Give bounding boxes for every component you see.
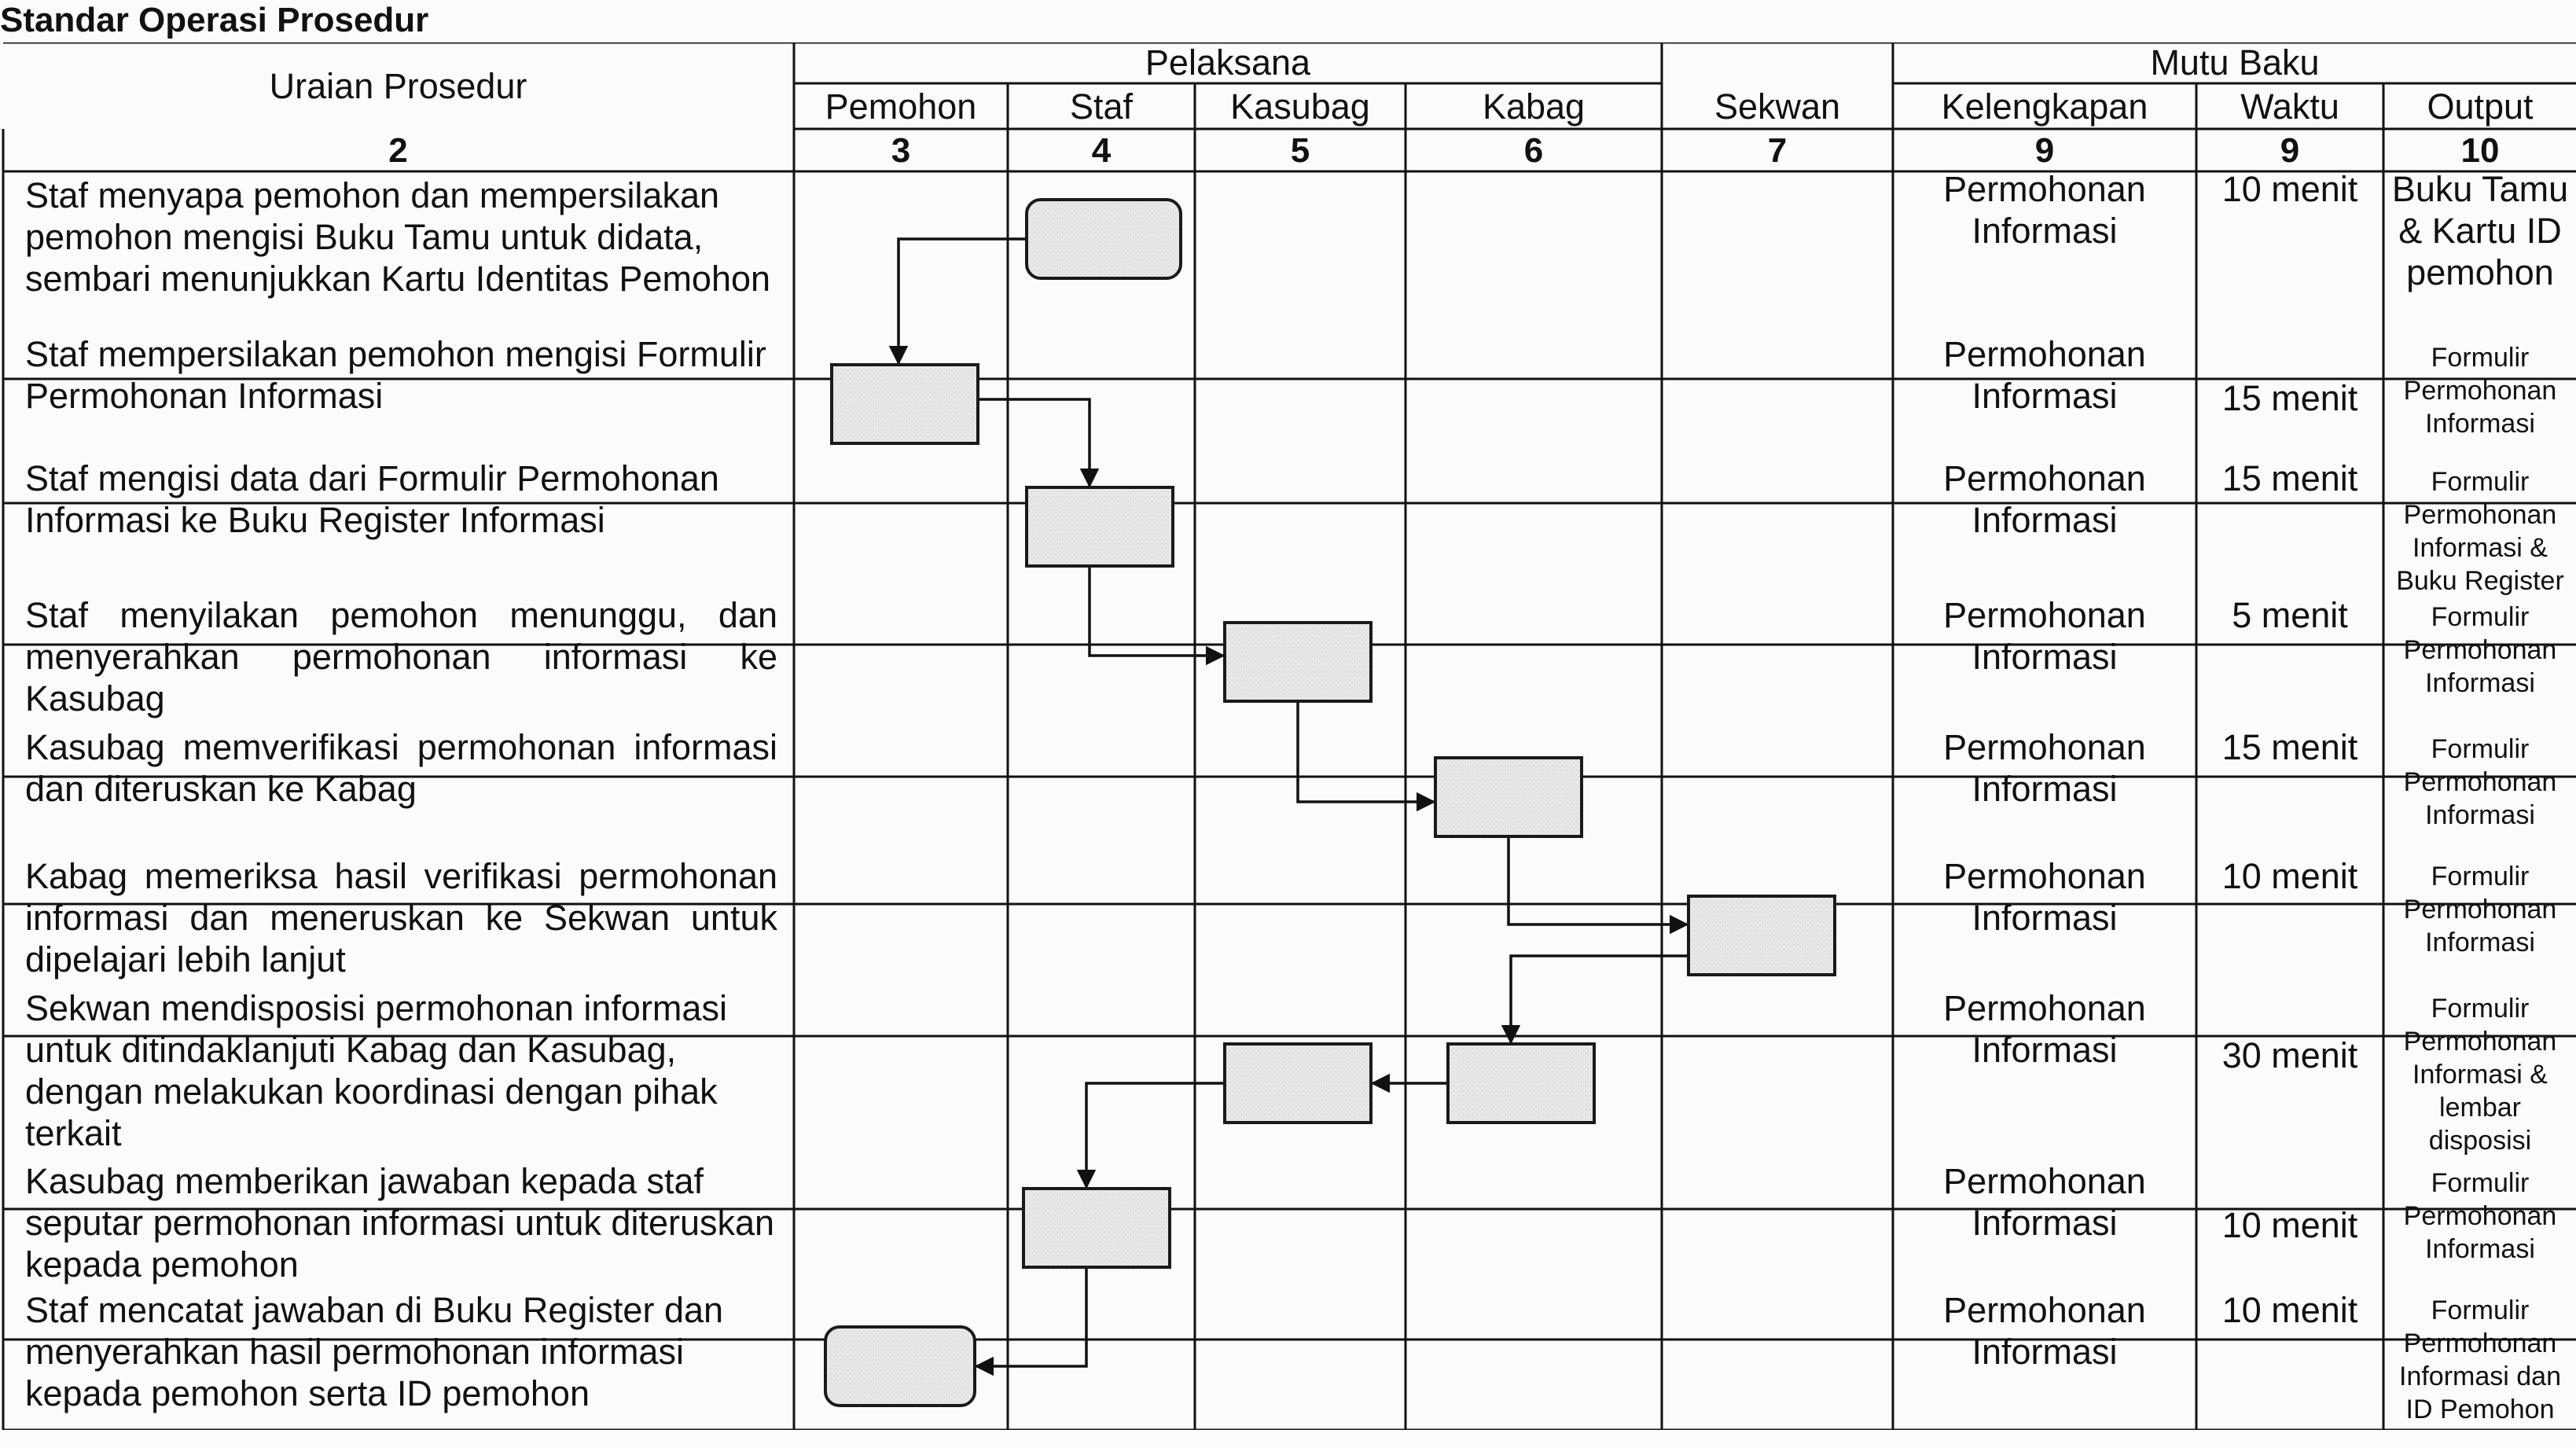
flow-arrow-9 (974, 1267, 1088, 1376)
output-text: Formulir Permohonan Informasi (2403, 1168, 2557, 1264)
waktu-text: 15 menit (2221, 727, 2358, 767)
output-text: Formulir Permohonan Informasi (2403, 734, 2557, 830)
uraian-text: Staf mengisi data dari Formulir Permohon… (25, 458, 719, 540)
uraian-text: Staf menyapa pemohon dan mempersilakan p… (25, 175, 771, 299)
kelengkapan-text: Permohonan Informasi (1943, 856, 2146, 938)
waktu-text: 30 menit (2221, 1035, 2358, 1075)
output-text: Formulir Permohonan Informasi (2403, 862, 2557, 957)
kelengkapan-text: Permohonan Informasi (1943, 595, 2146, 677)
header-pelaksana: Pelaksana (1145, 42, 1311, 83)
output-text: Buku Tamu & Kartu ID pemohon (2391, 169, 2569, 292)
uraian-text: Sekwan mendisposisi permohonan informasi… (25, 988, 727, 1153)
output-text: Formulir Permohonan Informasi & lembar d… (2403, 994, 2557, 1156)
uraian-text: Kasubag memberikan jawaban kepada staf s… (25, 1161, 775, 1284)
page-title: Standar Operasi Prosedur (0, 1, 429, 39)
waktu-text: 10 menit (2221, 1290, 2358, 1330)
flow-arrow-6 (1501, 954, 1689, 1045)
header-col-sekwan: Sekwan (1714, 86, 1841, 127)
header-col-kasubag: Kasubag (1230, 86, 1370, 127)
header-col-waktu: Waktu (2240, 86, 2339, 127)
waktu-text: 10 menit (2221, 856, 2358, 896)
col-number: 4 (1091, 131, 1112, 170)
kelengkapan-text: Permohonan Informasi (1943, 1290, 2146, 1372)
col-number: 2 (388, 131, 408, 170)
flow-terminator-pemohon (824, 1325, 976, 1407)
flowchart (824, 198, 1836, 1407)
header-col-staf: Staf (1069, 86, 1134, 127)
output-text: Formulir Permohonan Informasi (2403, 602, 2557, 698)
flow-process-kabag-2 (1446, 1042, 1596, 1124)
flow-arrow-8 (1076, 1082, 1225, 1189)
kelengkapan-text: Permohonan Informasi (1943, 1161, 2146, 1243)
kelengkapan-text: Permohonan Informasi (1943, 458, 2146, 540)
header-mutu-baku: Mutu Baku (2150, 42, 2320, 83)
uraian-text: Staf mempersilakan pemohon mengisi Formu… (25, 334, 766, 416)
flow-arrow-3 (1088, 566, 1226, 666)
col-number: 6 (1523, 131, 1544, 170)
waktu-text: 15 menit (2221, 458, 2358, 498)
table-grid (2, 42, 2576, 1430)
header-col-kelengkapan: Kelengkapan (1941, 86, 2148, 127)
flow-arrow-4 (1296, 701, 1436, 812)
waktu-text: 10 menit (2221, 1205, 2358, 1245)
flow-arrow-5 (1507, 836, 1689, 935)
output-text: Formulir Permohonan Informasi (2403, 343, 2557, 439)
flow-process-staf-2 (1022, 1187, 1171, 1269)
flow-arrow-2 (978, 398, 1100, 488)
header-uraian: Uraian Prosedur (269, 66, 527, 106)
kelengkapan-text: Permohonan Informasi (1943, 169, 2146, 251)
header-col-pemohon: Pemohon (825, 86, 977, 127)
col-number: 10 (2460, 131, 2500, 170)
flow-process-kabag (1434, 756, 1583, 838)
waktu-text: 5 menit (2232, 595, 2348, 635)
uraian-text: Staf menyilakan pemohon menunggu, dan me… (25, 595, 777, 718)
flow-process-kasubag (1223, 621, 1373, 703)
flow-process-staf (1025, 486, 1174, 568)
waktu-text: 15 menit (2221, 378, 2358, 418)
sop-table: Uraian Prosedur Pelaksana Mutu Baku Pemo… (0, 42, 2576, 1430)
header-col-kabag: Kabag (1482, 86, 1586, 127)
uraian-text: Kabag memeriksa hasil verifikasi permoho… (25, 856, 777, 979)
kelengkapan-text: Permohonan Informasi (1943, 334, 2146, 416)
uraian-text: Staf mencatat jawaban di Buku Register d… (25, 1290, 724, 1413)
kelengkapan-text: Permohonan Informasi (1943, 727, 2146, 809)
flow-arrow-1 (888, 237, 1027, 366)
flow-process-pemohon (830, 363, 979, 445)
uraian-text: Kasubag memverifikasi permohonan informa… (25, 727, 777, 809)
col-number: 3 (891, 131, 911, 170)
col-number: 9 (2280, 131, 2300, 170)
col-number: 9 (2034, 131, 2055, 170)
col-number: 5 (1290, 131, 1310, 170)
header-col-output: Output (2427, 86, 2534, 127)
flow-terminator-staf (1025, 198, 1182, 280)
col-number: 7 (1767, 131, 1788, 170)
flow-process-sekwan (1687, 895, 1836, 976)
output-text: Formulir Permohonan Informasi & Buku Reg… (2396, 467, 2564, 596)
kelengkapan-text: Permohonan Informasi (1943, 988, 2146, 1070)
output-text: Formulir Permohonan Informasi dan ID Pem… (2399, 1295, 2561, 1424)
waktu-text: 10 menit (2221, 169, 2358, 209)
flow-process-kasubag-2 (1223, 1042, 1373, 1124)
